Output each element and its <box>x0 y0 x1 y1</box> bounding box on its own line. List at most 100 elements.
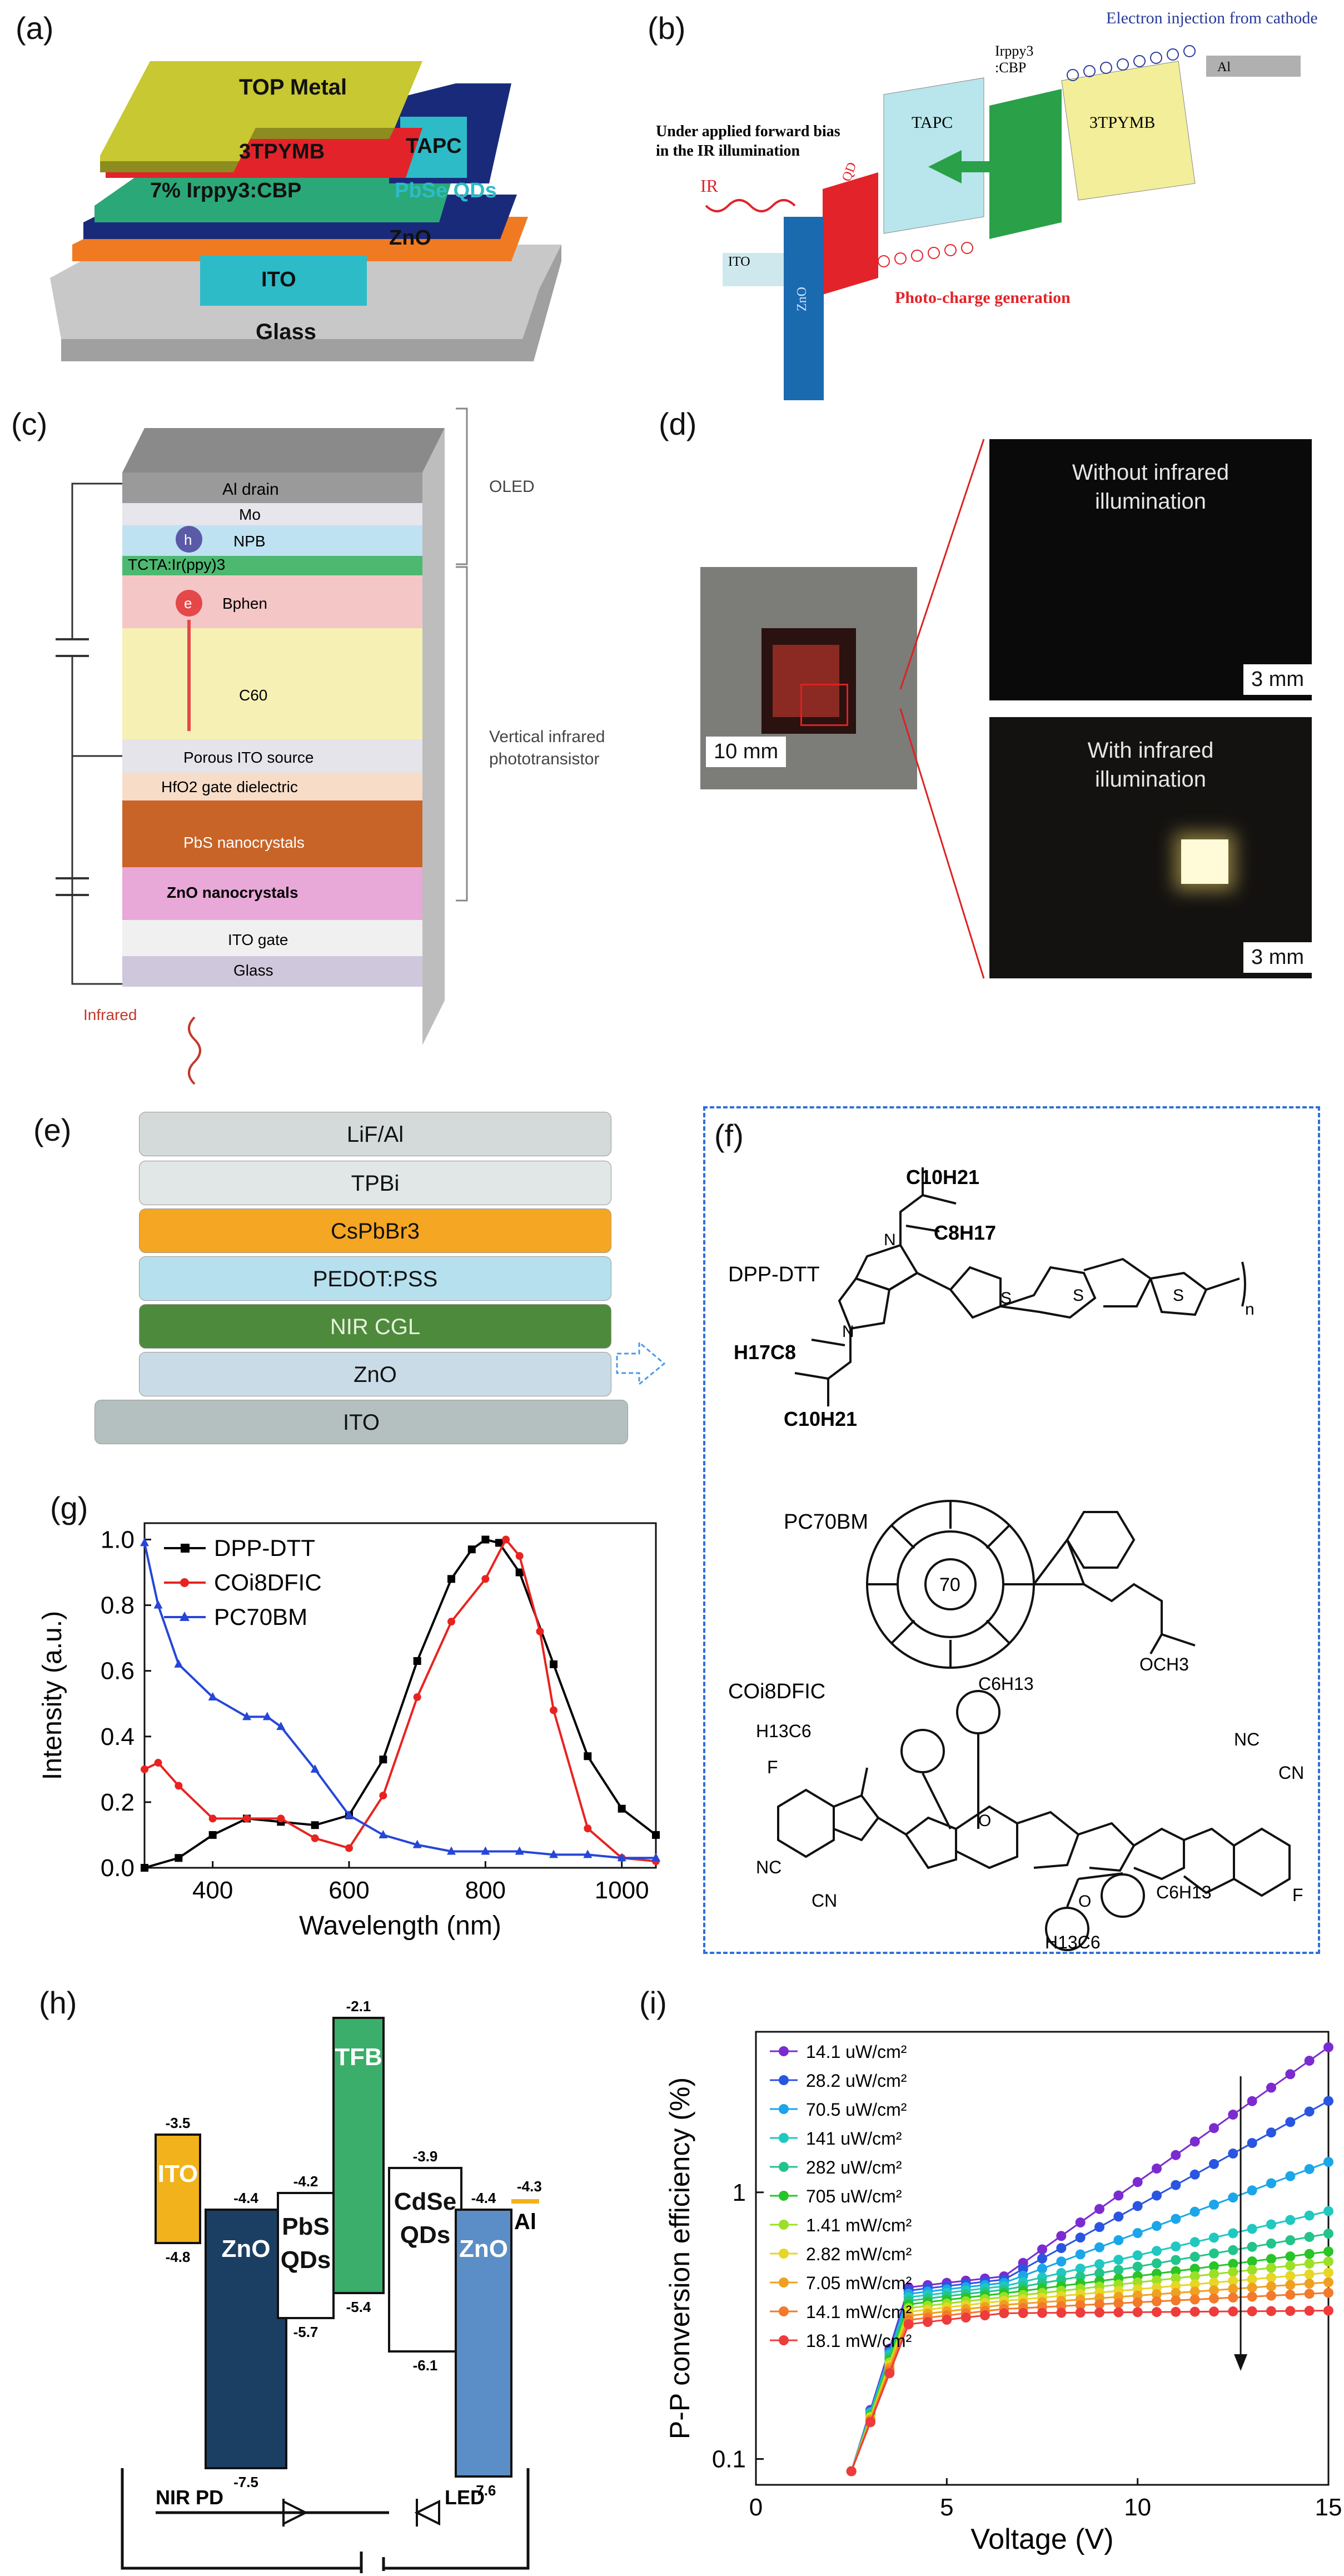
data-point <box>379 1792 387 1800</box>
y-tick-label: 0.8 <box>101 1592 135 1619</box>
data-point <box>1152 2164 1162 2174</box>
data-point <box>1132 2201 1143 2211</box>
data-point <box>903 2319 914 2330</box>
data-point <box>345 1844 353 1852</box>
data-point <box>1113 2298 1124 2309</box>
data-point <box>583 1849 593 1858</box>
data-point <box>1266 2306 1276 2316</box>
data-point <box>1323 2042 1333 2052</box>
layer-label: Bphen <box>222 595 267 612</box>
pbse-block <box>823 172 878 295</box>
data-point <box>1152 2307 1162 2318</box>
panel-label: (e) <box>33 1112 72 1147</box>
atom-label: S <box>1000 1289 1012 1307</box>
data-point <box>618 1804 626 1813</box>
layer-label: Al drain <box>222 480 279 499</box>
energy-block <box>332 2017 385 2294</box>
data-point <box>1285 2251 1296 2262</box>
data-point <box>1285 2260 1296 2271</box>
data-point <box>175 1782 183 1790</box>
data-point <box>1228 2149 1238 2159</box>
data-point <box>1189 2286 1200 2297</box>
layer-label: Porous ITO source <box>183 749 313 766</box>
electron-icon <box>176 590 202 616</box>
panel-label: (d) <box>659 406 697 441</box>
data-point <box>1323 2287 1333 2298</box>
data-point <box>1285 2235 1296 2245</box>
data-point <box>1247 2274 1257 2285</box>
panel-a: (a) TOP Metal 3TPYMB TAPC 7% Irppy3:CBP … <box>0 0 639 389</box>
data-point <box>1285 2117 1296 2127</box>
data-point <box>1113 2255 1124 2265</box>
panel-g: (i) (g) 40060080010000.00.20.40.60.81.0W… <box>0 1490 689 2012</box>
data-point <box>208 1831 217 1839</box>
circuit-wire <box>121 2468 530 2570</box>
vip-label: Vertical infrared <box>489 728 605 746</box>
data-point <box>651 1853 660 1862</box>
layer-label: ITO gate <box>228 931 288 948</box>
data-point <box>1285 2271 1296 2281</box>
vip-label: phototransistor <box>489 750 599 768</box>
data-point <box>550 1706 557 1714</box>
energy-label: -3.9 <box>413 2148 438 2165</box>
data-point <box>495 1539 503 1547</box>
y-axis-label: P-P conversion efficiency (%) <box>664 2077 695 2439</box>
panel-label: (c) <box>11 406 48 441</box>
y-tick-label: 0.6 <box>101 1658 135 1685</box>
photo-without-ir: Without infrared illumination 3 mm <box>989 439 1312 700</box>
atom-label: F <box>1292 1885 1303 1905</box>
data-point <box>1189 2169 1200 2180</box>
data-point <box>1189 2271 1200 2281</box>
layer-label: C60 <box>239 687 267 704</box>
data-point <box>1304 2289 1315 2299</box>
data-point <box>1171 2306 1181 2317</box>
layer-0: LiF/Al <box>139 1112 611 1156</box>
data-point <box>1113 2307 1124 2318</box>
atom-label: S <box>1173 1286 1184 1305</box>
data-point <box>1209 2123 1219 2134</box>
legend-marker <box>779 2046 789 2056</box>
data-point <box>1228 2110 1238 2120</box>
infrared-label: Infrared <box>83 1006 137 1023</box>
data-point <box>262 1712 272 1720</box>
hole-icon <box>176 526 202 553</box>
group-label: OCH3 <box>1139 1654 1189 1674</box>
atom-label: O <box>978 1812 991 1830</box>
x-tick-label: 15 <box>1315 2494 1342 2521</box>
legend-label: 28.2 uW/cm² <box>806 2071 907 2091</box>
data-point <box>1132 2297 1143 2308</box>
y-tick-label: 0.4 <box>101 1723 135 1751</box>
tpymb-label: 3TPYMB <box>1089 113 1155 132</box>
data-point <box>1266 2127 1276 2138</box>
legend-marker <box>779 2306 789 2316</box>
zno-label: ZnO <box>795 287 809 311</box>
atom-label: O <box>1078 1892 1091 1911</box>
legend-marker <box>779 2191 789 2201</box>
data-point <box>1228 2259 1238 2269</box>
data-point <box>447 1846 456 1855</box>
bias-text: in the IR illumination <box>656 142 800 160</box>
data-point <box>1266 2178 1276 2189</box>
data-point <box>549 1849 558 1858</box>
oled-label: OLED <box>489 478 535 496</box>
data-point <box>1189 2279 1200 2290</box>
data-point <box>1209 2261 1219 2271</box>
data-point <box>617 1853 626 1862</box>
data-point <box>1075 2300 1086 2310</box>
energy-label: -3.5 <box>166 2115 191 2131</box>
data-point <box>1285 2280 1296 2290</box>
layer-label: ITO <box>261 268 296 291</box>
al-label: Al <box>1217 60 1231 74</box>
photo-text: Photo-charge generation <box>895 289 1071 307</box>
data-point <box>1075 2217 1086 2228</box>
data-point <box>1152 2221 1162 2231</box>
led-label: LED <box>445 2486 485 2509</box>
x-axis-label: Wavelength (nm) <box>299 1911 501 1941</box>
circuit-wire <box>71 483 122 985</box>
legend-marker <box>779 2277 789 2287</box>
dashed-frame <box>703 1106 1320 1954</box>
data-point <box>481 1846 490 1855</box>
group-label: NC <box>756 1857 781 1877</box>
y-tick-label: 0.1 <box>712 2446 746 2473</box>
